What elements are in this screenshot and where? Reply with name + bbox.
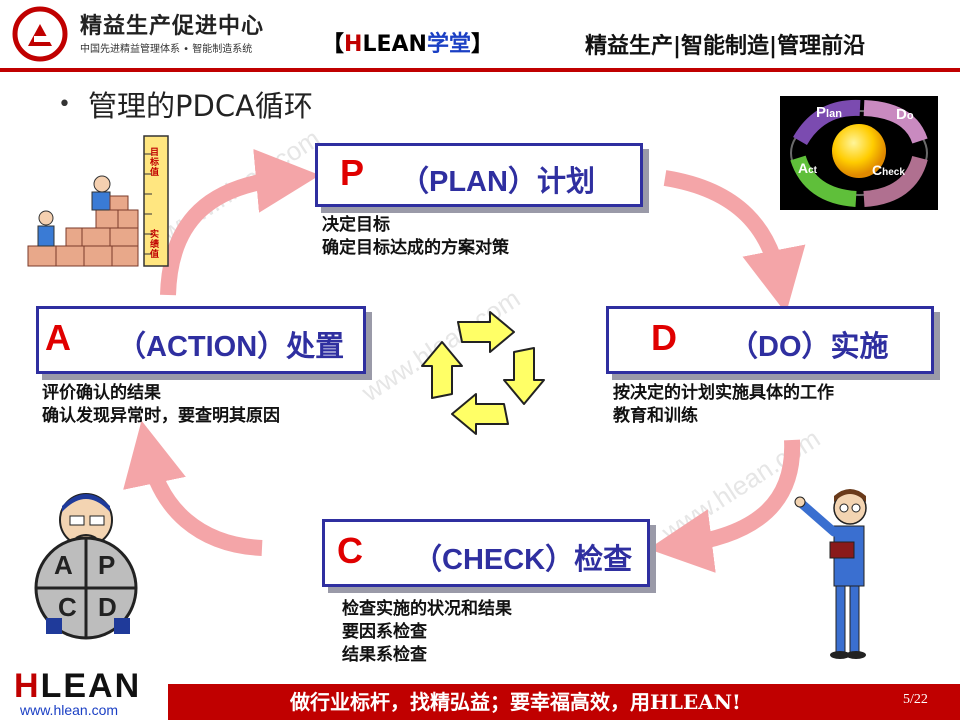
header-divider xyxy=(0,68,960,72)
do-label: （DO）实施 xyxy=(729,331,889,363)
footer-logo: HLEAN xyxy=(14,667,141,706)
cycle-act-rest: ct xyxy=(808,165,818,176)
title-bullet: • xyxy=(58,92,71,117)
cycle-act-label: Act xyxy=(798,160,817,176)
page-number: 5/22 xyxy=(903,692,928,707)
brand-h: H xyxy=(344,32,363,57)
arrow-do-to-check xyxy=(648,439,801,573)
footer-logo-h: H xyxy=(14,667,41,705)
brand-bracket-left: 【 xyxy=(322,32,345,57)
cycle-do-label: Do xyxy=(896,106,914,123)
do-letter: D xyxy=(651,317,677,358)
cycle-plan-label: Plan xyxy=(816,104,842,121)
staircase-target-label: 目标值 xyxy=(150,148,160,178)
cycle-check-letter: C xyxy=(872,162,883,178)
cycle-plan-letter: P xyxy=(816,104,827,121)
slide-title: 管理的PDCA循环 xyxy=(88,89,313,123)
plan-label: （PLAN）计划 xyxy=(400,166,595,198)
plan-letter: P xyxy=(340,152,365,193)
org-title: 精益生产促进中心 xyxy=(80,14,265,39)
action-description: 评价确认的结果 确认发现异常时，要查明其原因 xyxy=(42,382,280,428)
cycle-do-letter: D xyxy=(896,106,907,123)
worried-man-cartoon: A P C D xyxy=(6,486,174,642)
do-line: 按决定的计划实施具体的工作 xyxy=(613,383,834,403)
pdca-wheel-icon xyxy=(790,99,928,207)
check-box: C （CHECK）检查 xyxy=(322,519,650,587)
org-logo-icon xyxy=(12,6,68,62)
do-description: 按决定的计划实施具体的工作 教育和训练 xyxy=(613,382,834,428)
footer-slogan: 做行业标杆，找精弘益；要幸福高效，用HLEAN! xyxy=(290,690,741,714)
action-box: A （ACTION）处置 xyxy=(36,306,366,374)
cycle-arrows-icon xyxy=(421,311,545,435)
header xyxy=(0,0,960,70)
wheel-letter-p: P xyxy=(98,550,116,580)
do-box: D （DO）实施 xyxy=(606,306,934,374)
brand-lean: LEAN xyxy=(362,32,427,57)
worried-man-illustration-icon xyxy=(34,493,138,640)
staircase-illustration-icon xyxy=(27,135,169,267)
staircase-cartoon: 目标值 实绩值 xyxy=(26,134,174,270)
staircase-actual-label: 实绩值 xyxy=(150,230,160,260)
cycle-act-letter: A xyxy=(798,160,809,176)
brand-name: 【HLEAN学堂】 xyxy=(322,26,493,58)
wheel-letter-d: D xyxy=(98,592,117,622)
check-letter: C xyxy=(337,530,363,571)
plan-box: P （PLAN）计划 xyxy=(315,143,643,207)
plan-line: 决定目标 xyxy=(322,215,390,235)
header-tagline: 精益生产|智能制造|管理前沿 xyxy=(585,34,866,59)
footer-logo-rest: LEAN xyxy=(40,667,142,705)
teacher-cartoon-icon xyxy=(794,489,867,659)
check-label: （CHECK）检查 xyxy=(413,544,633,576)
cycle-plan-rest: lan xyxy=(826,108,842,120)
pdca-cycle-image: Plan Do Check Act xyxy=(780,96,938,210)
check-line: 检查实施的状况和结果 xyxy=(342,599,512,619)
cycle-check-label: Check xyxy=(872,162,905,178)
action-line: 评价确认的结果 xyxy=(42,383,161,403)
footer-url: www.hlean.com xyxy=(20,702,119,718)
wheel-letter-c: C xyxy=(58,592,77,622)
wheel-letter-a: A xyxy=(54,550,73,580)
plan-description: 决定目标 确定目标达成的方案对策 xyxy=(322,214,509,260)
plan-line: 确定目标达成的方案对策 xyxy=(322,238,509,258)
check-line: 结果系检查 xyxy=(342,645,427,665)
org-subtitle: 中国先进精益管理体系 • 智能制造系统 xyxy=(80,44,253,55)
action-label: （ACTION）处置 xyxy=(117,331,345,363)
brand-bracket-right: 】 xyxy=(470,32,493,57)
cycle-do-rest: o xyxy=(906,110,914,122)
check-description: 检查实施的状况和结果 要因系检查 结果系检查 xyxy=(342,598,512,667)
check-line: 要因系检查 xyxy=(342,622,427,642)
arrow-action-to-plan xyxy=(160,149,320,296)
footer-bar xyxy=(168,684,960,720)
do-line: 教育和训练 xyxy=(613,406,698,426)
action-line: 确认发现异常时，要查明其原因 xyxy=(42,406,280,426)
cycle-check-rest: heck xyxy=(882,167,905,178)
brand-cn: 学堂 xyxy=(426,32,471,57)
action-letter: A xyxy=(45,317,71,358)
arrow-plan-to-do xyxy=(663,170,806,314)
arrow-check-to-action xyxy=(123,420,263,556)
